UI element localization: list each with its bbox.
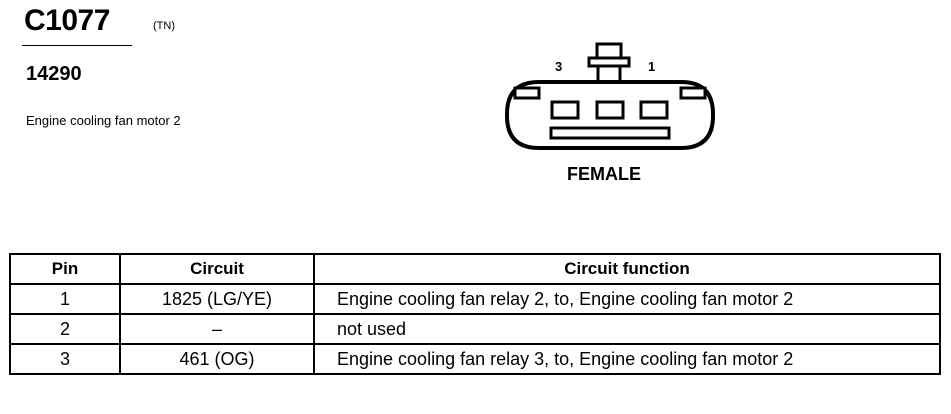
table-row: 3 461 (OG) Engine cooling fan relay 3, t… xyxy=(9,343,941,375)
cell-pin: 1 xyxy=(9,283,121,315)
housing-key-left xyxy=(513,86,541,100)
connector-face-diagram xyxy=(505,42,715,150)
cell-circuit: 1825 (LG/YE) xyxy=(119,283,315,315)
table-row: 1 1825 (LG/YE) Engine cooling fan relay … xyxy=(9,283,941,315)
pinout-table: Pin Circuit Circuit function 1 1825 (LG/… xyxy=(9,253,941,375)
terminal-cavity-3 xyxy=(550,100,580,120)
part-number: 14290 xyxy=(26,63,82,85)
table-header-row: Pin Circuit Circuit function xyxy=(9,253,941,285)
housing-key-right xyxy=(679,86,707,100)
terminal-cavity-2 xyxy=(595,100,625,120)
cell-pin: 3 xyxy=(9,343,121,375)
connector-id: C1077 xyxy=(24,4,110,37)
terminal-cavity-1 xyxy=(639,100,669,120)
connector-description: Engine cooling fan motor 2 xyxy=(26,113,181,128)
table-row: 2 – not used xyxy=(9,313,941,345)
pin-label-right: 1 xyxy=(648,59,656,74)
cell-circuit-function: Engine cooling fan relay 3, to, Engine c… xyxy=(313,343,941,375)
connector-gender: FEMALE xyxy=(567,164,641,184)
header-pin: Pin xyxy=(9,253,121,285)
cell-circuit-function: not used xyxy=(313,313,941,345)
pin-label-left: 3 xyxy=(555,59,563,74)
header-circuit-function: Circuit function xyxy=(313,253,941,285)
cell-circuit-function: Engine cooling fan relay 2, to, Engine c… xyxy=(313,283,941,315)
locking-tab xyxy=(587,42,631,84)
cell-circuit: – xyxy=(119,313,315,345)
cell-pin: 2 xyxy=(9,313,121,345)
header-circuit: Circuit xyxy=(119,253,315,285)
housing-slot xyxy=(549,126,671,140)
connector-color-code: (TN) xyxy=(153,20,175,32)
title-underline xyxy=(22,45,132,46)
cell-circuit: 461 (OG) xyxy=(119,343,315,375)
